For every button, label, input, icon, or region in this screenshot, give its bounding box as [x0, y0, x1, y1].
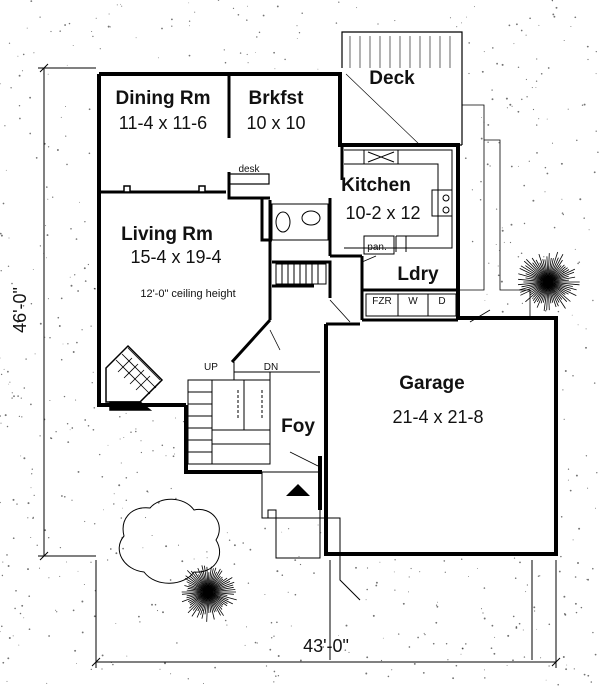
fireplace	[105, 344, 164, 411]
brkfst-room-size: 10 x 10	[246, 113, 305, 133]
powder-room	[271, 203, 329, 241]
laundry-name: Ldry	[397, 264, 439, 285]
interior-walls	[99, 74, 458, 364]
tree-right-icon	[517, 251, 580, 311]
desk-label: desk	[238, 164, 260, 175]
front-entry	[261, 471, 361, 601]
pantry-label: pan.	[367, 242, 386, 253]
living-room-name: Living Rm	[121, 224, 213, 245]
exterior-walls	[97, 72, 558, 556]
door-swings	[269, 255, 491, 467]
dining-room-size: 11-4 x 11-6	[119, 113, 207, 133]
washer-label: W	[408, 296, 418, 307]
hall-closet	[275, 263, 327, 285]
driveway	[329, 560, 533, 660]
stair-down-label: DN	[264, 362, 278, 373]
kitchen-size: 10-2 x 12	[345, 203, 420, 223]
dining-room-name: Dining Rm	[116, 88, 211, 109]
main-stairs	[187, 362, 320, 465]
kitchen-counters	[344, 149, 453, 255]
brkfst-room-name: Brkfst	[249, 88, 305, 109]
width-dimension-label: 43'-0"	[303, 636, 349, 656]
freezer-label: FZR	[372, 296, 391, 307]
garage-size: 21-4 x 21-8	[392, 407, 483, 427]
depth-dimension-line	[38, 63, 96, 561]
kitchen-name: Kitchen	[341, 175, 411, 196]
garage-name: Garage	[399, 373, 464, 394]
entry-arrow-icon	[286, 484, 310, 496]
posts	[123, 185, 206, 193]
laundry-appliances	[365, 293, 457, 317]
width-dimension-line	[91, 560, 561, 668]
living-room-size: 15-4 x 19-4	[130, 247, 221, 267]
landscaping	[118, 251, 580, 622]
deck-name: Deck	[369, 68, 415, 89]
desk	[228, 173, 270, 185]
dryer-label: D	[438, 296, 445, 307]
tree-left-icon	[181, 565, 237, 622]
stair-up-label: UP	[204, 362, 218, 373]
shrub-outline	[118, 498, 221, 584]
foyer-name: Foy	[281, 416, 315, 437]
depth-dimension-label: 46'-0"	[10, 287, 30, 333]
living-room-ceiling-note: 12'-0" ceiling height	[140, 288, 235, 300]
